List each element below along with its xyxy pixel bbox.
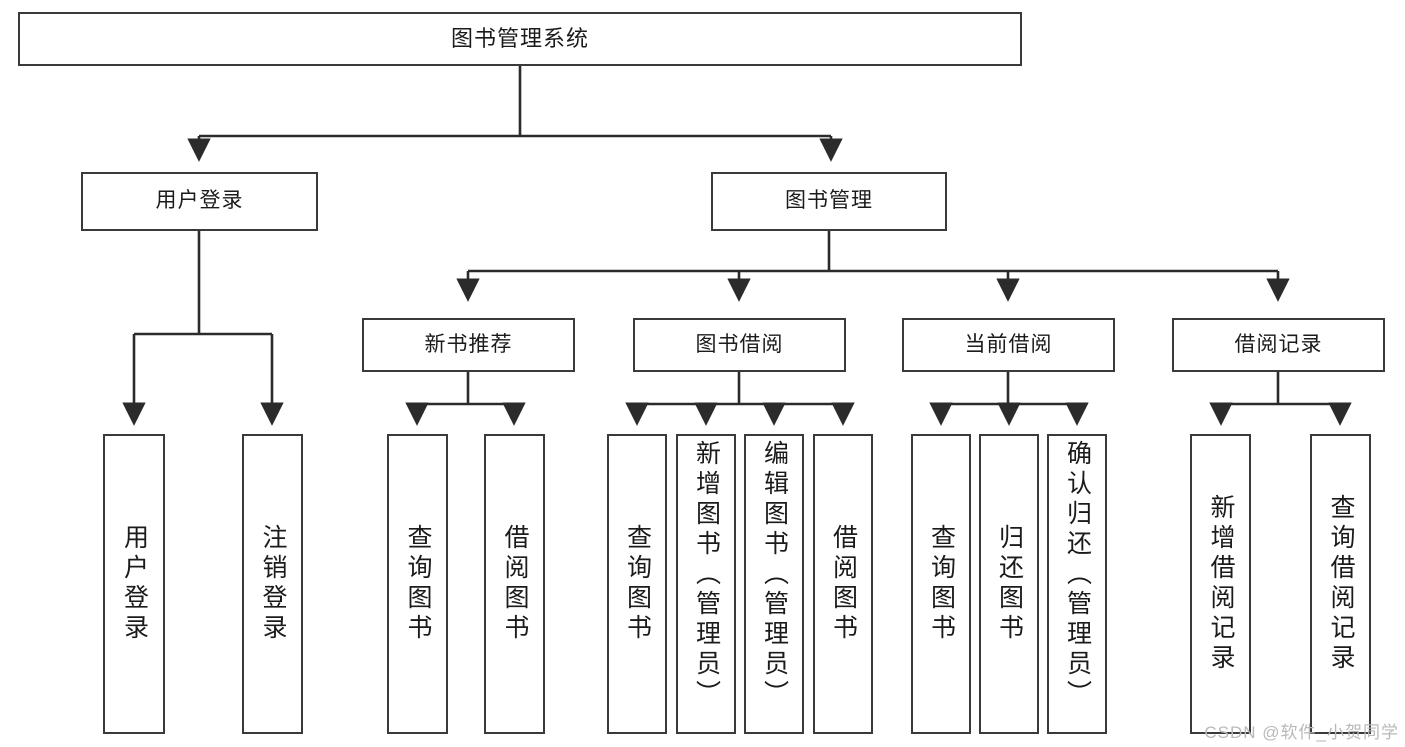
node-label: 图书管理系统 (450, 26, 589, 52)
node-label: 用户登录 (120, 524, 149, 644)
node-label: 注销登录 (259, 524, 287, 644)
node-root-system[interactable]: 图书管理系统 (18, 12, 1022, 66)
node-book-management[interactable]: 图书管理 (711, 172, 947, 231)
node-label: 用户登录 (155, 189, 244, 213)
leaf-edit-book-admin[interactable]: 编辑图书（管理员） (744, 434, 804, 734)
leaf-query-books-borrow[interactable]: 查询图书 (607, 434, 667, 734)
leaf-user-login[interactable]: 用户登录 (103, 434, 165, 734)
node-current-borrow[interactable]: 当前借阅 (902, 318, 1115, 372)
node-label: 查询图书 (927, 524, 956, 644)
node-label: 图书管理 (785, 189, 873, 213)
node-label: 当前借阅 (964, 332, 1053, 356)
node-label: 新增图书（管理员） (692, 440, 721, 710)
node-label: 借阅图书 (501, 524, 529, 644)
leaf-borrow-books-recommend[interactable]: 借阅图书 (484, 434, 545, 734)
csdn-watermark: CSDN @软件_小贺同学 (1204, 723, 1399, 742)
node-label: 确认归还（管理员） (1063, 440, 1092, 710)
node-borrow-record[interactable]: 借阅记录 (1172, 318, 1385, 372)
node-new-book-recommend[interactable]: 新书推荐 (362, 318, 575, 372)
node-label: 图书借阅 (695, 332, 784, 356)
node-label: 新书推荐 (424, 332, 513, 356)
leaf-query-books-recommend[interactable]: 查询图书 (387, 434, 448, 734)
node-book-borrow[interactable]: 图书借阅 (633, 318, 846, 372)
leaf-return-books[interactable]: 归还图书 (979, 434, 1039, 734)
node-label: 查询借阅记录 (1327, 494, 1355, 674)
node-label: 查询图书 (623, 524, 652, 644)
leaf-add-borrow-record[interactable]: 新增借阅记录 (1190, 434, 1251, 734)
leaf-query-books-current[interactable]: 查询图书 (911, 434, 971, 734)
leaf-add-book-admin[interactable]: 新增图书（管理员） (676, 434, 736, 734)
node-label: 借阅图书 (829, 524, 858, 644)
node-label: 归还图书 (995, 524, 1024, 644)
leaf-logout[interactable]: 注销登录 (242, 434, 303, 734)
leaf-query-borrow-record[interactable]: 查询借阅记录 (1310, 434, 1371, 734)
node-label: 查询图书 (404, 524, 432, 644)
node-label: 新增借阅记录 (1207, 494, 1235, 674)
leaf-borrow-books[interactable]: 借阅图书 (813, 434, 873, 734)
node-user-login[interactable]: 用户登录 (81, 172, 318, 231)
leaf-confirm-return-admin[interactable]: 确认归还（管理员） (1047, 434, 1107, 734)
node-label: 借阅记录 (1234, 332, 1323, 356)
node-label: 编辑图书（管理员） (760, 440, 789, 710)
